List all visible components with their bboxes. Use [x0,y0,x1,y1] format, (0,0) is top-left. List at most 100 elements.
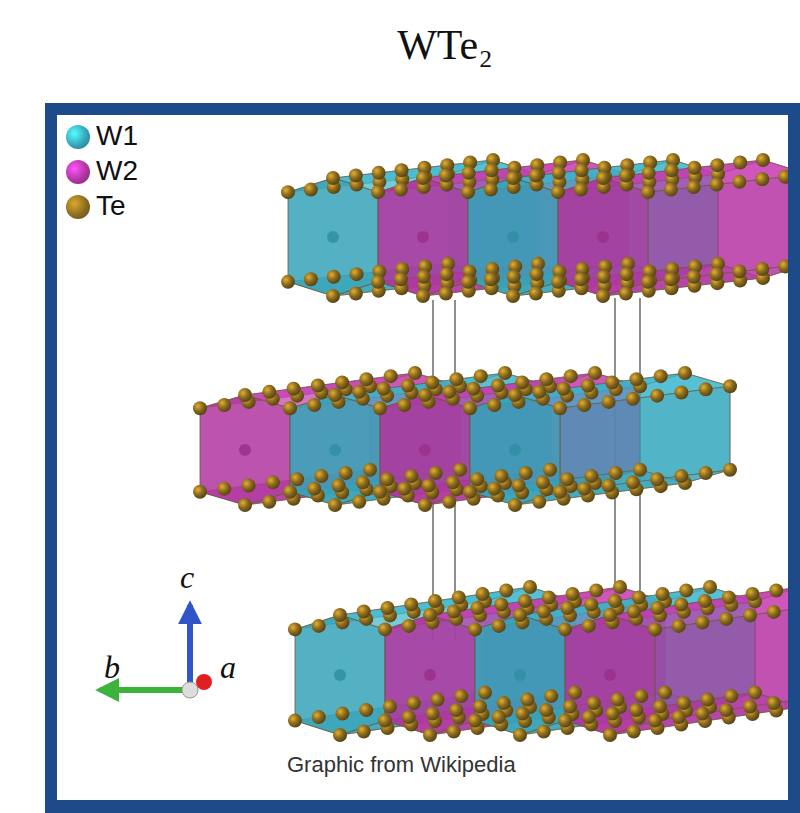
tellurium-atom [428,594,442,608]
tellurium-atom [508,388,522,402]
tellurium-atom [349,286,363,300]
tellurium-atom [513,728,527,742]
tellurium-atom [519,466,533,480]
tellurium-atom [311,379,325,393]
octahedron-front [200,395,290,505]
tellurium-atom [651,601,665,615]
tellurium-atom [674,385,688,399]
axis-a [196,674,212,690]
tellurium-atom [283,485,297,499]
tellurium-atom [719,612,733,626]
tellurium-atom [563,700,577,714]
tellurium-atom [512,479,526,493]
tellurium-atom [416,171,430,185]
octahedron-front [475,615,565,735]
tellurium-atom [484,272,498,286]
axis-b [100,687,190,693]
tellurium-atom [380,472,394,486]
tellurium-atom [463,401,477,415]
tellurium-atom [383,700,397,714]
tellurium-atom [629,703,643,717]
tellurium-atom [719,703,733,717]
tellurium-atom [732,175,746,189]
tellurium-atom [778,259,788,273]
tellurium-atom [648,622,662,636]
tellurium-atom [426,707,440,721]
tellurium-atom [371,275,385,289]
legend-swatch [66,160,90,184]
tellurium-atom [359,703,373,717]
tellurium-atom [217,398,231,412]
tellurium-atom [312,619,326,633]
tellurium-atom [755,172,769,186]
tellurium-atom [492,619,506,633]
legend-swatch [66,125,90,149]
octahedron-front [380,395,470,505]
tellurium-atom [746,587,760,601]
tellurium-atom [656,587,670,601]
tellurium-atom [577,398,591,412]
tellurium-atom [634,689,648,703]
tellurium-atom [597,270,611,284]
tellurium-atom [307,398,321,412]
tellurium-atom [468,622,482,636]
tellurium-atom [326,171,340,185]
octahedron-front [378,178,468,296]
tellurium-atom [423,728,437,742]
tellurium-atom [629,372,643,386]
tellurium-atom [544,689,558,703]
tellurium-atom [333,728,347,742]
tellurium-atom [553,485,567,499]
tellurium-atom [701,693,715,707]
tellurium-atom [566,587,580,601]
tellurium-atom [732,265,746,279]
tellurium-atom [733,156,747,170]
tellurium-atom [335,375,349,389]
tellurium-atom [755,262,769,276]
tellurium-atom [521,693,535,707]
tellurium-atom [373,485,387,499]
tellurium-atom [537,725,551,739]
tellurium-atom [609,466,623,480]
tellurium-atom [672,710,686,724]
tellurium-atom [487,398,501,412]
tellurium-atom [326,289,340,303]
figure-title: WTe₂ [397,22,493,68]
tellurium-atom [557,382,571,396]
tellurium-atom [439,286,453,300]
tellurium-atom [611,693,625,707]
tellurium-atom [539,372,553,386]
tellurium-atom [633,463,647,477]
tellurium-atom [778,170,788,184]
tellurium-atom [288,622,302,636]
tellurium-atom [402,710,416,724]
tellurium-atom [404,469,418,483]
tellurium-atom [619,168,633,182]
tellurium-atom [626,392,640,406]
tellurium-atom [539,703,553,717]
tellurium-atom [485,163,499,177]
tellurium-atom [499,584,513,598]
tellurium-atom [418,388,432,402]
axis-c [187,605,193,690]
octahedron-front [565,615,655,735]
tellurium-atom [217,482,231,496]
tellurium-atom [632,591,646,605]
tellurium-atom [498,366,512,380]
tellurium-atom [679,584,693,598]
tellurium-atom [422,479,436,493]
tellurium-atom [333,608,347,622]
tungsten-atom [597,231,609,243]
tellurium-atom [473,700,487,714]
tellurium-atom [359,372,373,386]
tellurium-atom [332,479,346,493]
tellurium-atom [373,401,387,415]
axis-label: c [180,560,194,595]
tellurium-atom [648,714,662,728]
tellurium-atom [561,601,575,615]
tellurium-atom [748,686,762,700]
legend-text: W1 [96,121,138,152]
tellurium-atom [395,163,409,177]
tellurium-atom [767,605,781,619]
octahedron-front [468,178,558,296]
